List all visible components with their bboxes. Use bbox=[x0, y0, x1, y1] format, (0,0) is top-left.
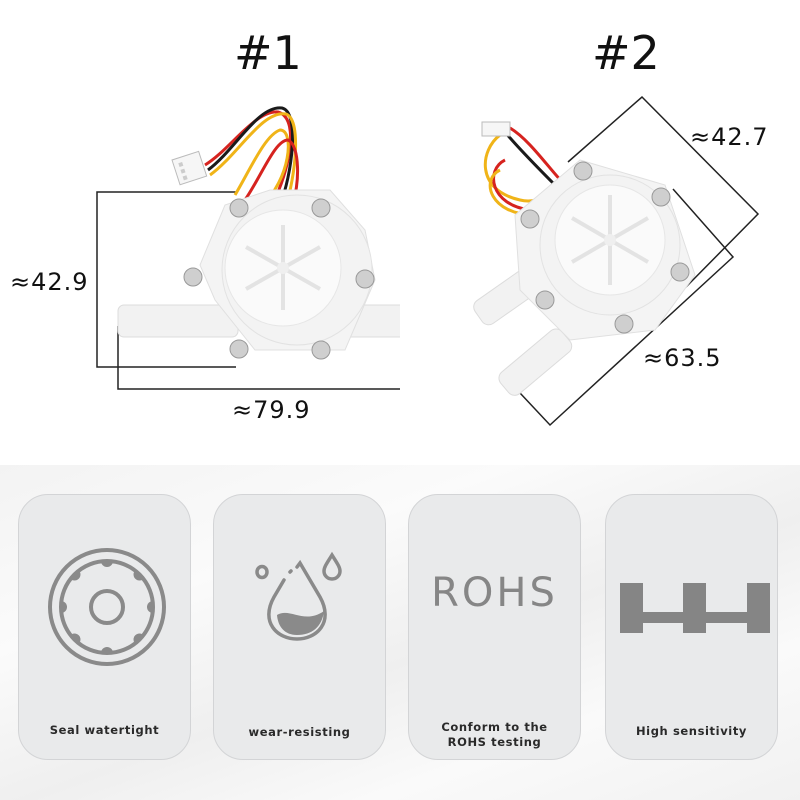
feature-label: High sensitivity bbox=[635, 724, 748, 738]
product-1-title: #1 bbox=[234, 26, 302, 80]
product-1-height-dimension: ≈42.9 bbox=[10, 268, 89, 296]
feature-card-high-sensitivity: High sensitivity bbox=[605, 494, 778, 760]
product-2-height-dimension: ≈42.7 bbox=[690, 123, 769, 151]
feature-label-line-2: ROHS testing bbox=[447, 735, 542, 749]
sensitivity-bars-icon bbox=[620, 583, 770, 633]
product-2-title: #2 bbox=[592, 26, 660, 80]
feature-card-rohs: ROHS Conform to the ROHS testing bbox=[408, 494, 581, 760]
product-1-width-dimension: ≈79.9 bbox=[232, 396, 311, 424]
feature-label: wear-resisting bbox=[248, 725, 351, 739]
feature-label: Seal watertight bbox=[49, 723, 160, 737]
product-dimensions-section: #1 #2 bbox=[10, 26, 769, 427]
flow-sensor-2-image bbox=[473, 95, 760, 427]
water-drop-icon bbox=[255, 551, 342, 641]
feature-card-wear-resisting: wear-resisting bbox=[213, 494, 386, 760]
feature-card-seal-watertight: Seal watertight bbox=[18, 494, 191, 760]
product-2-width-dimension: ≈63.5 bbox=[643, 344, 722, 372]
rohs-text-icon: ROHS bbox=[431, 570, 558, 616]
seal-gear-icon bbox=[48, 548, 166, 666]
flow-sensor-1-image bbox=[96, 106, 400, 390]
feature-label-line-1: Conform to the bbox=[441, 720, 548, 734]
